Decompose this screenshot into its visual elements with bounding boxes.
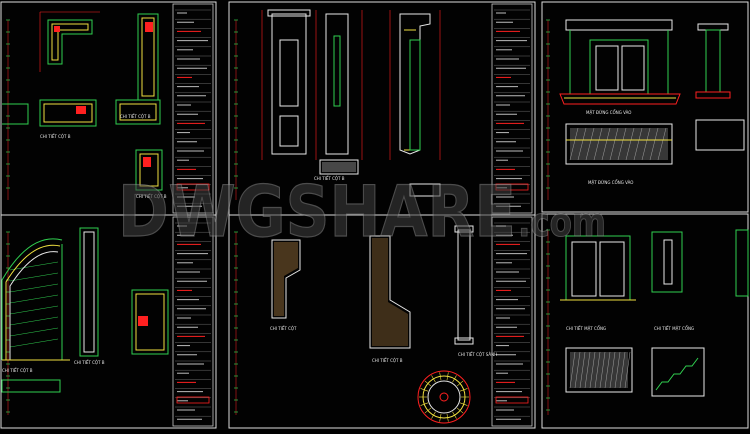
hatch-line [625, 127, 635, 161]
drawing-caption: CHI TIẾT CỘT B [314, 175, 345, 181]
door-panel-line [9, 327, 59, 337]
sheet-frame-bottom-right [541, 213, 749, 429]
hatch-line [594, 351, 601, 389]
sheet-frame-top-right [541, 1, 749, 213]
hatch-line [599, 351, 606, 389]
profile-sections [271, 225, 474, 424]
hatch-line [577, 127, 587, 161]
hatch-line [619, 351, 626, 389]
hatch-line [609, 127, 619, 161]
drawing-caption: CHI TIẾT CỘT B [74, 359, 105, 365]
sheet-labels: CHI TIẾT CỘT B CHI TIẾT CỘT B CHI TIẾT C… [2, 110, 694, 373]
hatch-line [614, 351, 621, 389]
watermark: DWGSHARE .com [117, 170, 606, 253]
drawing-caption: MẶT ĐỨNG CỔNG VÀO [588, 180, 633, 185]
watermark-domain: .com [518, 200, 606, 246]
column-elevations [261, 9, 441, 197]
drawing-caption: CHI TIẾT CỘT B [2, 367, 33, 373]
title-block-stamp [495, 396, 529, 404]
door-panel-line [9, 261, 59, 271]
door-panel-line [9, 305, 59, 315]
sheet-frame-bottom-left [0, 214, 217, 429]
watermark-brand: DWGSHARE [118, 171, 516, 253]
hatch-line [609, 351, 616, 389]
door-panel-line [9, 316, 59, 326]
drawing-caption: CHI TIẾT MẶT CỔNG [654, 325, 694, 331]
arched-door-elevation [1, 227, 169, 393]
door-panel-line [9, 294, 59, 304]
door-panel-line [9, 272, 59, 282]
drawing-caption: CHI TIẾT CỘT B [40, 133, 71, 139]
hatch-line [579, 351, 586, 389]
title-block-stamp [495, 183, 529, 191]
hatch-line [624, 351, 631, 389]
sheet-frame-bottom-middle [228, 214, 536, 429]
hatch-line [593, 127, 603, 161]
hatch-line [604, 351, 611, 389]
drawing-caption: CHI TIẾT CỘT B [372, 357, 403, 363]
door-panel-line [9, 283, 59, 293]
title-block-top-middle [491, 3, 533, 214]
hatch-line [617, 127, 627, 161]
procedural-drawing-layer [6, 9, 667, 422]
title-block-top-left [172, 3, 214, 214]
drawing-caption: CHI TIẾT CỘT SÂNH [458, 351, 497, 357]
hatch-line [641, 127, 651, 161]
hatch-line [589, 351, 596, 389]
door-panel-line [9, 338, 59, 348]
drawing-caption: CHI TIẾT CỘT [270, 325, 297, 331]
title-block-bottom-middle [491, 216, 533, 427]
hatch-line [633, 127, 643, 161]
hatch-line [585, 127, 595, 161]
hatch-line [649, 127, 659, 161]
drawing-caption: CHI TIẾT CỘT B [120, 113, 151, 119]
hatch-line [574, 351, 581, 389]
drawing-caption: CHI TIẾT CỘT B [136, 193, 167, 199]
gate-detail [560, 229, 749, 397]
hatch-line [657, 127, 667, 161]
hatch-line [569, 351, 576, 389]
column-plan-details [2, 11, 163, 191]
gate-elevation [559, 19, 745, 165]
drawing-caption: MẶT ĐỨNG CỔNG VÀO [586, 110, 631, 115]
drawing-caption: CHI TIẾT MẶT CỔNG [566, 325, 606, 331]
hatch-line [569, 127, 579, 161]
title-blocks [172, 3, 533, 427]
title-block-bottom-left [172, 216, 214, 427]
title-block-stamp [176, 183, 210, 191]
title-block-stamp [176, 396, 210, 404]
hatch-line [584, 351, 591, 389]
hatch-line [601, 127, 611, 161]
